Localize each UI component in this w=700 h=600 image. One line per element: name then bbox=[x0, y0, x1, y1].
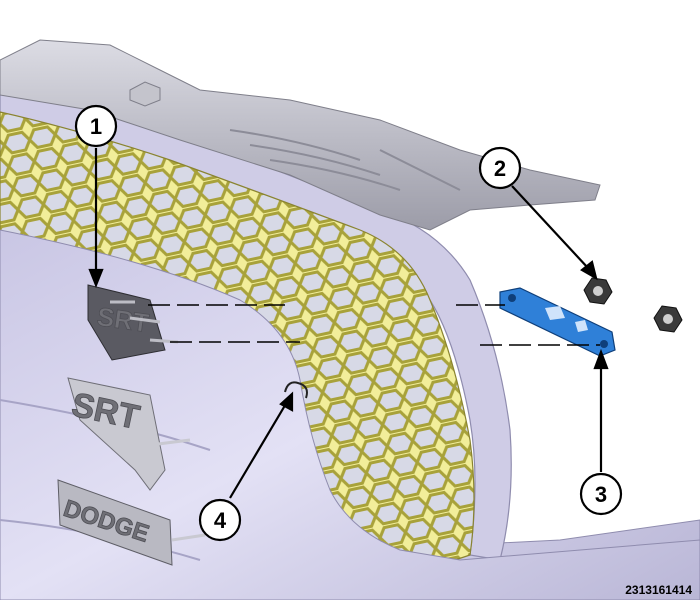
leader-lines bbox=[88, 148, 609, 499]
retainer-clip bbox=[284, 381, 308, 399]
mounting-bracket bbox=[499, 287, 616, 357]
callout-4-number: 4 bbox=[214, 508, 227, 533]
callout-4: 4 bbox=[198, 498, 242, 542]
figure-id: 2313161414 bbox=[625, 583, 692, 597]
callout-3-number: 3 bbox=[595, 482, 607, 507]
srt-badge-large: SRT bbox=[67, 377, 191, 491]
srt-badge-small: SRT bbox=[87, 284, 179, 361]
callout-1: 1 bbox=[74, 104, 118, 148]
nut-lower bbox=[653, 305, 683, 333]
srt-small-text: SRT bbox=[95, 301, 151, 338]
callout-1-number: 1 bbox=[90, 114, 102, 139]
lower-fascia bbox=[0, 229, 700, 600]
callout-3: 3 bbox=[579, 472, 623, 516]
callout-2-number: 2 bbox=[494, 156, 506, 181]
shelf-ribs bbox=[229, 129, 461, 191]
nut-upper bbox=[583, 277, 613, 305]
shelf-clip bbox=[129, 81, 161, 107]
callout-2: 2 bbox=[478, 146, 522, 190]
alignment-lines bbox=[148, 304, 600, 346]
